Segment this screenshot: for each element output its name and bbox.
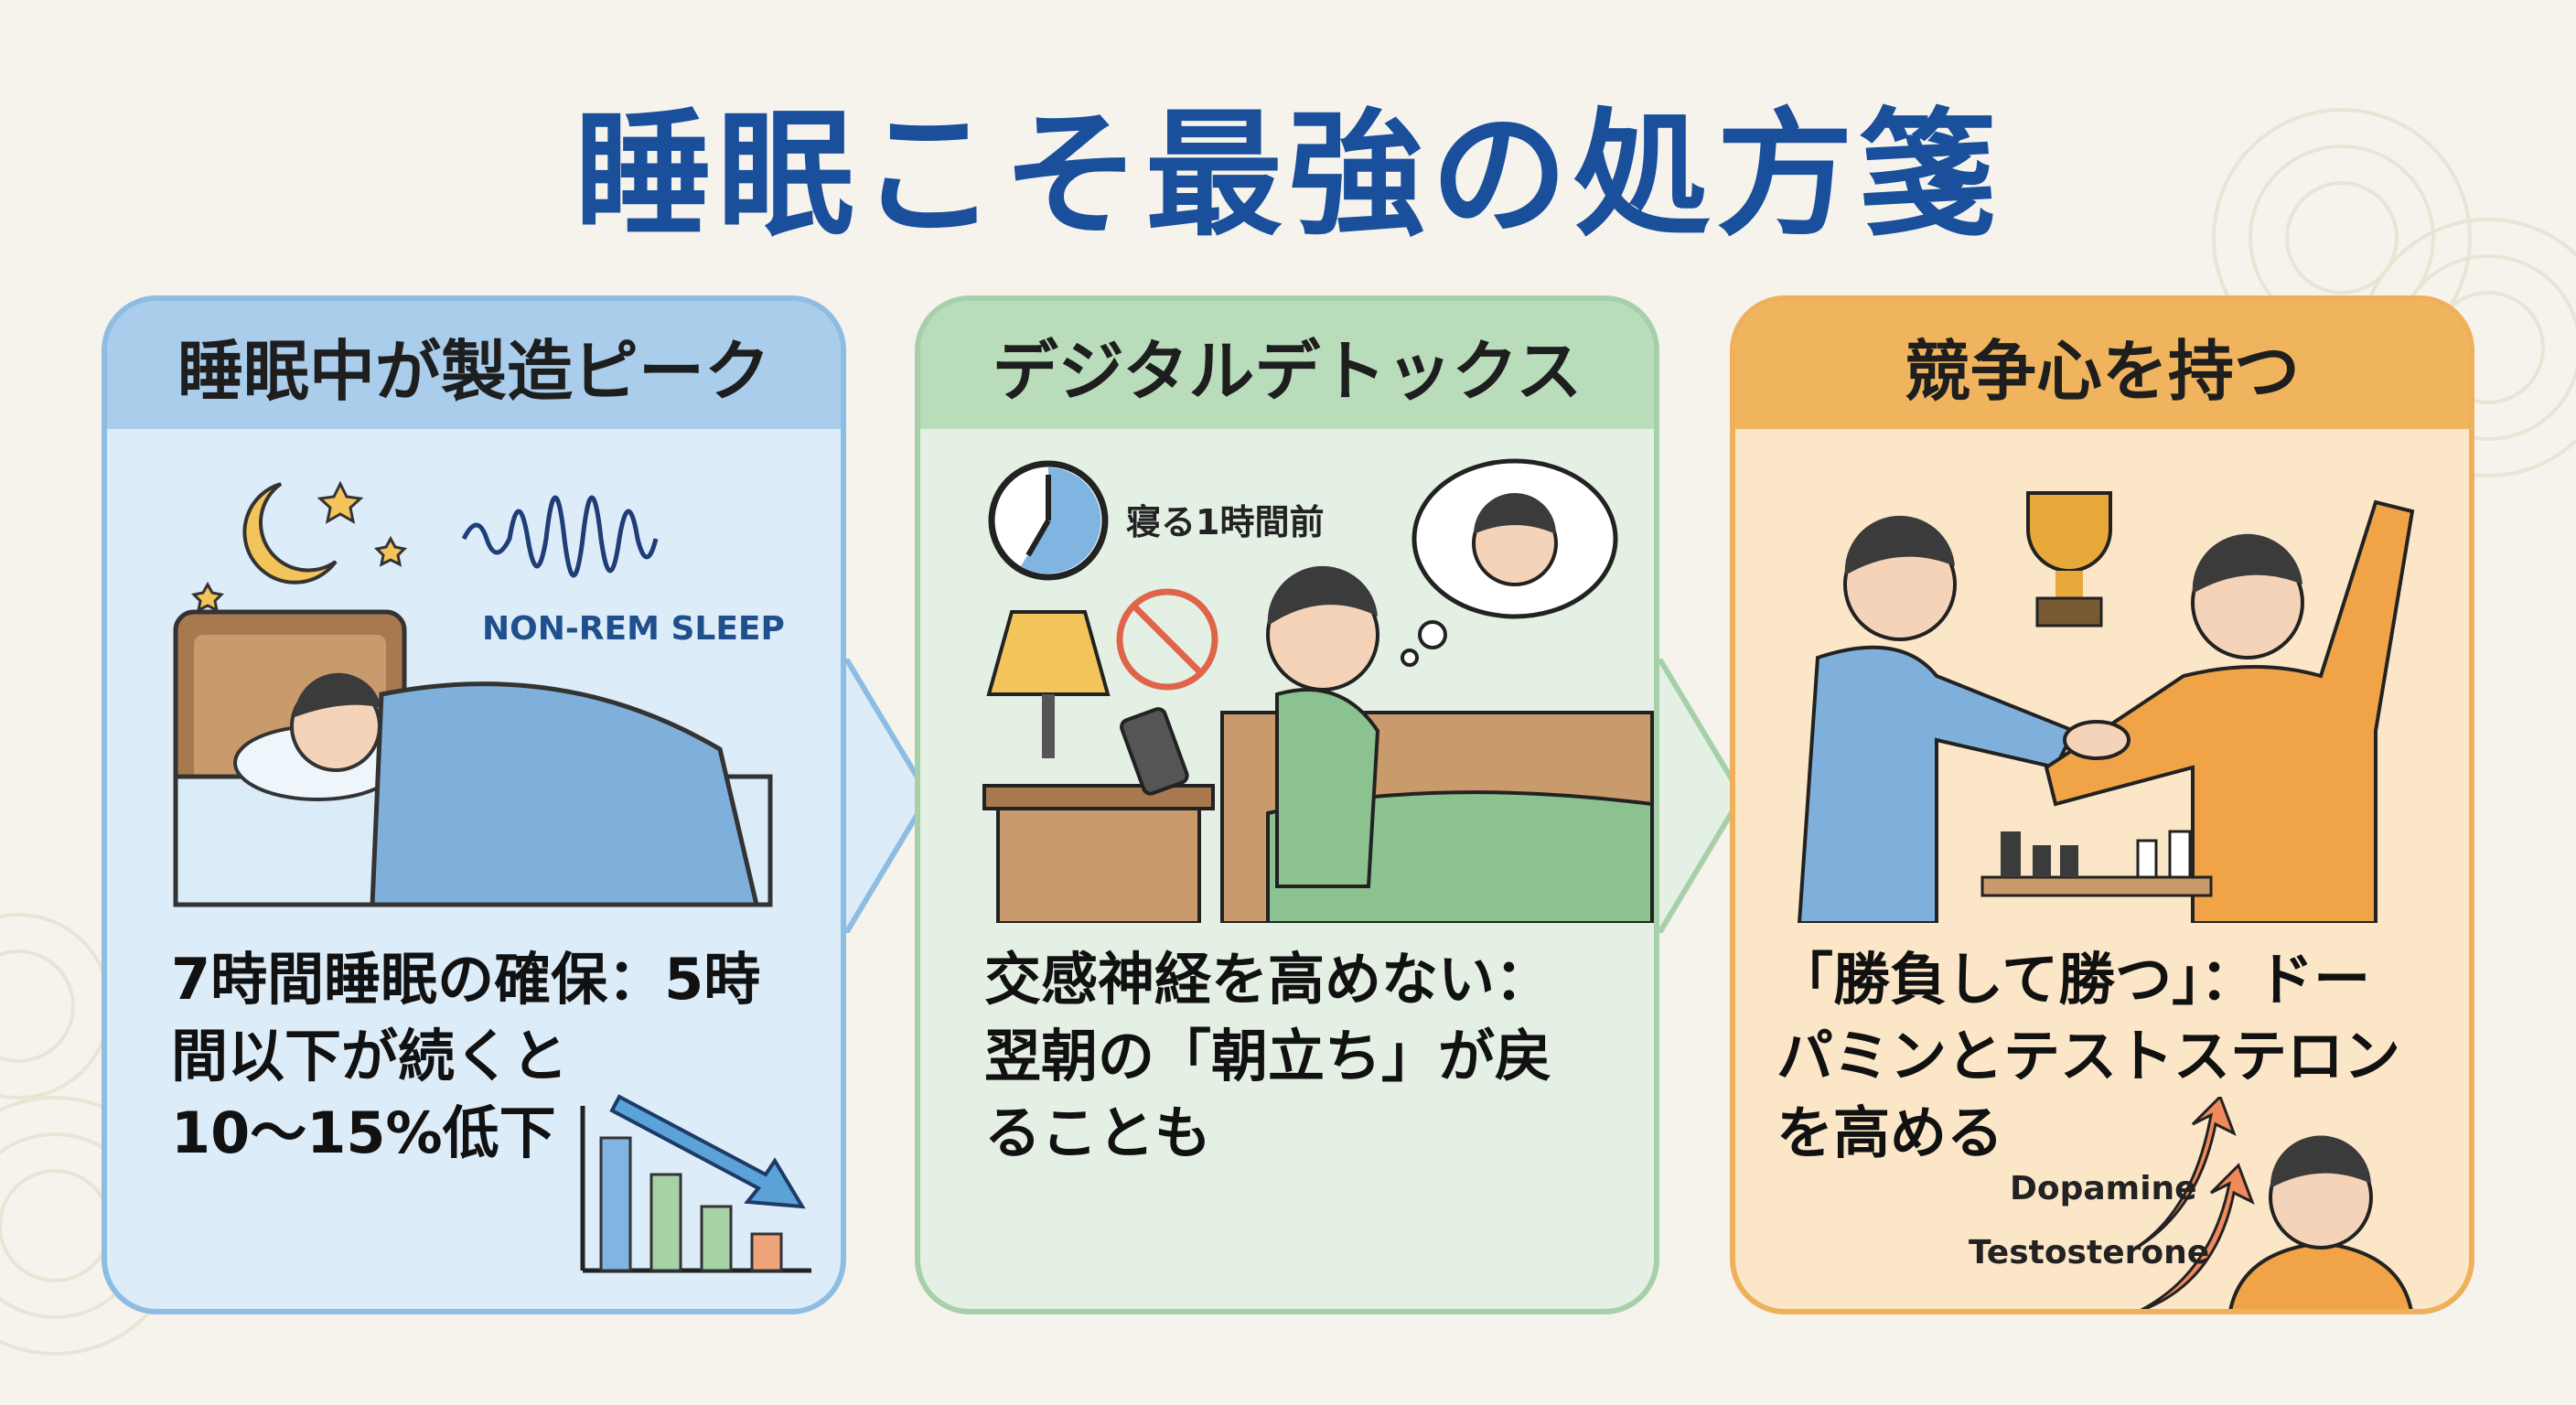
card-body-text: 交感神経を高めない： 翌朝の「朝立ち」が戻 ることも	[984, 946, 1552, 1166]
lamp-icon	[982, 610, 1215, 923]
page-title: 睡眠こそ最強の処方箋	[574, 96, 2002, 255]
non-rem-label: NON-REM SLEEP	[482, 610, 785, 648]
up-arrow-icon	[2140, 1163, 2255, 1309]
dopamine-label: Dopamine	[2010, 1170, 2197, 1207]
clock-icon	[988, 460, 1109, 581]
wave-icon	[461, 495, 659, 578]
competition-illustration	[1797, 491, 2415, 923]
card-header: デジタルデトックス	[920, 301, 1654, 429]
detox-illustration: 寝る1時間前	[982, 458, 1654, 923]
up-arrow-icon	[2128, 1097, 2237, 1254]
sleep-illustration: NON-REM SLEEP	[173, 480, 785, 907]
card-body-text: 「勝負して勝つ」：ドー パミンとテストステロン を高める	[1776, 946, 2401, 1166]
time-label: 寝る1時間前	[1126, 502, 1324, 542]
testosterone-label: Testosterone	[1969, 1234, 2210, 1271]
moon-icon	[242, 482, 338, 585]
trophy-icon	[2026, 491, 2112, 627]
chess-icon	[1980, 830, 2213, 897]
card-body-text: 7時間睡眠の確保：5時 間以下が続くと 10〜15%低下	[171, 946, 761, 1166]
card-digital-detox: デジタルデトックス 寝る1時間前 交感神経を高めない： 翌朝の「朝立ち」が戻 る…	[915, 295, 1659, 1314]
card-header: 睡眠中が製造ピーク	[107, 301, 841, 429]
thought-bubble-icon	[1401, 458, 1618, 667]
sleeping-person-icon	[173, 609, 773, 907]
star-icon	[190, 480, 408, 613]
card-header: 競争心を持つ	[1735, 301, 2469, 429]
card-competition: 競争心を持つ 「勝負して勝つ」：ドー パミンとテストステロン を高める Dopa…	[1730, 295, 2474, 1314]
declining-bar-chart-icon	[580, 1094, 811, 1273]
person-with-phone-icon	[1120, 565, 1654, 923]
smiling-person-icon	[2128, 1097, 2413, 1309]
handshake-icon	[1797, 499, 2415, 923]
no-wifi-icon	[1116, 588, 1218, 691]
card-sleep: 睡眠中が製造ピーク NON-REM SLEEP 7時間睡眠の確保：5時 間以下が…	[102, 295, 846, 1314]
